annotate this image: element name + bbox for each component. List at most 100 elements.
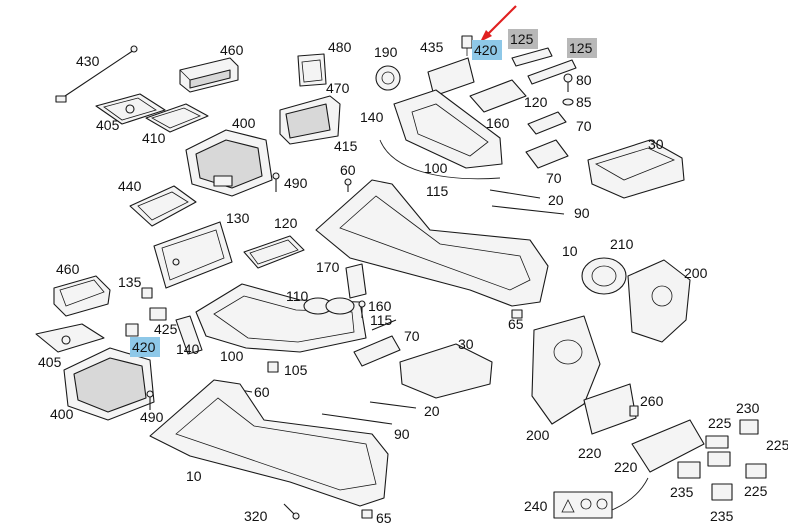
part-knob-190[interactable] [375,65,401,91]
part-housing-400-top[interactable] [185,129,273,197]
highlight-125-b [567,38,597,58]
label-30-mid: 30 [458,336,474,352]
part-vent-210[interactable] [581,257,627,295]
label-30-top: 30 [648,136,664,152]
part-console-body-10-upper[interactable] [315,179,549,307]
label-90-bottom: 90 [394,426,410,442]
part-pad-120-left[interactable] [243,235,305,269]
part-tray-220-mid[interactable] [583,383,637,435]
label-235-b: 235 [710,508,734,524]
part-screw-60-top[interactable] [344,178,352,192]
part-rod-90-bottom[interactable] [321,413,393,425]
label-200-right: 200 [684,265,708,281]
part-tray-220-right[interactable] [631,419,705,473]
label-90-top: 90 [574,205,590,221]
part-screw-80[interactable] [563,73,573,92]
part-console-body-10-lower[interactable] [149,379,389,507]
part-console-top-140[interactable] [393,89,503,169]
part-mat-405-top[interactable] [95,93,166,125]
label-490-top: 490 [284,175,308,191]
part-clip-260[interactable] [629,405,639,417]
label-70-top: 70 [576,118,592,134]
label-470: 470 [326,80,350,96]
label-480: 480 [328,39,352,55]
part-clip-420-mid[interactable] [125,323,139,337]
part-armrest-30-mid[interactable] [399,343,493,399]
part-screw-320[interactable] [283,503,300,520]
label-60-top: 60 [340,162,356,178]
part-bracket-480[interactable] [297,53,327,87]
label-225-a: 225 [708,415,732,431]
part-bezel-100-mid[interactable] [195,283,367,353]
part-switch-425[interactable] [149,307,167,321]
part-cable-430[interactable] [55,45,138,103]
part-panel-200-right[interactable] [627,259,691,343]
highlight-420-mid [130,337,160,357]
part-ring-85[interactable] [562,98,574,106]
part-rail-125-b[interactable] [527,59,577,85]
label-160-top: 160 [486,115,510,131]
part-bracket-70-low[interactable] [353,335,401,367]
part-mat-440[interactable] [129,185,197,227]
part-armrest-30-top[interactable] [587,139,685,199]
part-panel-200-left[interactable] [531,315,601,425]
part-switch-235-a[interactable] [677,461,701,479]
part-screw-160-mid[interactable] [358,300,366,318]
label-85: 85 [576,94,592,110]
label-170: 170 [316,259,340,275]
part-screw-490-bottom[interactable] [146,390,154,410]
part-rod-20-bottom[interactable] [369,401,417,409]
part-rod-20-top[interactable] [489,189,541,199]
part-cover-120-top[interactable] [469,79,527,113]
part-bracket-170[interactable] [345,263,367,299]
part-clip-65-top[interactable] [511,309,523,319]
part-switch-225-c[interactable] [745,463,767,479]
part-rail-125-a[interactable] [511,47,553,67]
part-panel-130[interactable] [153,221,233,289]
label-70-low: 70 [404,328,420,344]
part-module-460-top[interactable] [179,57,239,93]
highlight-420-top [472,40,502,60]
label-110: 110 [286,288,309,304]
part-switch-225-b[interactable] [707,451,731,467]
label-460-mid: 460 [56,261,80,277]
label-70-mid: 70 [546,170,562,186]
label-220-mid: 220 [578,445,602,461]
part-clip-135[interactable] [141,287,153,299]
label-230: 230 [736,400,760,416]
label-65-top: 65 [508,316,524,332]
part-bracket-70-top[interactable] [527,111,567,135]
label-190: 190 [374,44,398,60]
part-label-240[interactable] [553,491,613,519]
label-225-c: 225 [744,483,768,499]
part-clip-65-bottom[interactable] [361,509,373,519]
part-tray-460-mid[interactable] [53,275,111,317]
label-100-top: 100 [424,160,448,176]
label-260: 260 [640,393,664,409]
part-screw-490-top[interactable] [272,172,280,192]
label-405-top: 405 [96,117,120,133]
label-240: 240 [524,498,548,514]
label-440: 440 [118,178,142,194]
label-20-top: 20 [548,192,564,208]
label-220-right: 220 [614,459,638,475]
part-cupholder-110[interactable] [303,297,355,315]
part-rod-90-top[interactable] [491,205,565,215]
part-tray-410[interactable] [145,103,209,133]
part-switch-235-b[interactable] [711,483,733,501]
part-mat-405-mid[interactable] [35,323,105,353]
part-rod-115-mid[interactable] [371,319,397,331]
part-clip-105[interactable] [267,361,279,373]
part-clip-420-top[interactable] [461,35,473,56]
part-housing-400-bottom[interactable] [63,347,155,421]
part-lid-435[interactable] [427,57,475,97]
label-405-mid: 405 [38,354,62,370]
part-unit-470[interactable] [279,95,341,145]
part-bracket-70-mid[interactable] [525,139,569,169]
part-trim-140-mid[interactable] [175,315,203,355]
label-10-lower: 10 [186,468,202,484]
part-switch-230[interactable] [739,419,759,435]
part-cable-115-top[interactable] [379,139,501,180]
part-switch-225-a[interactable] [705,435,729,449]
